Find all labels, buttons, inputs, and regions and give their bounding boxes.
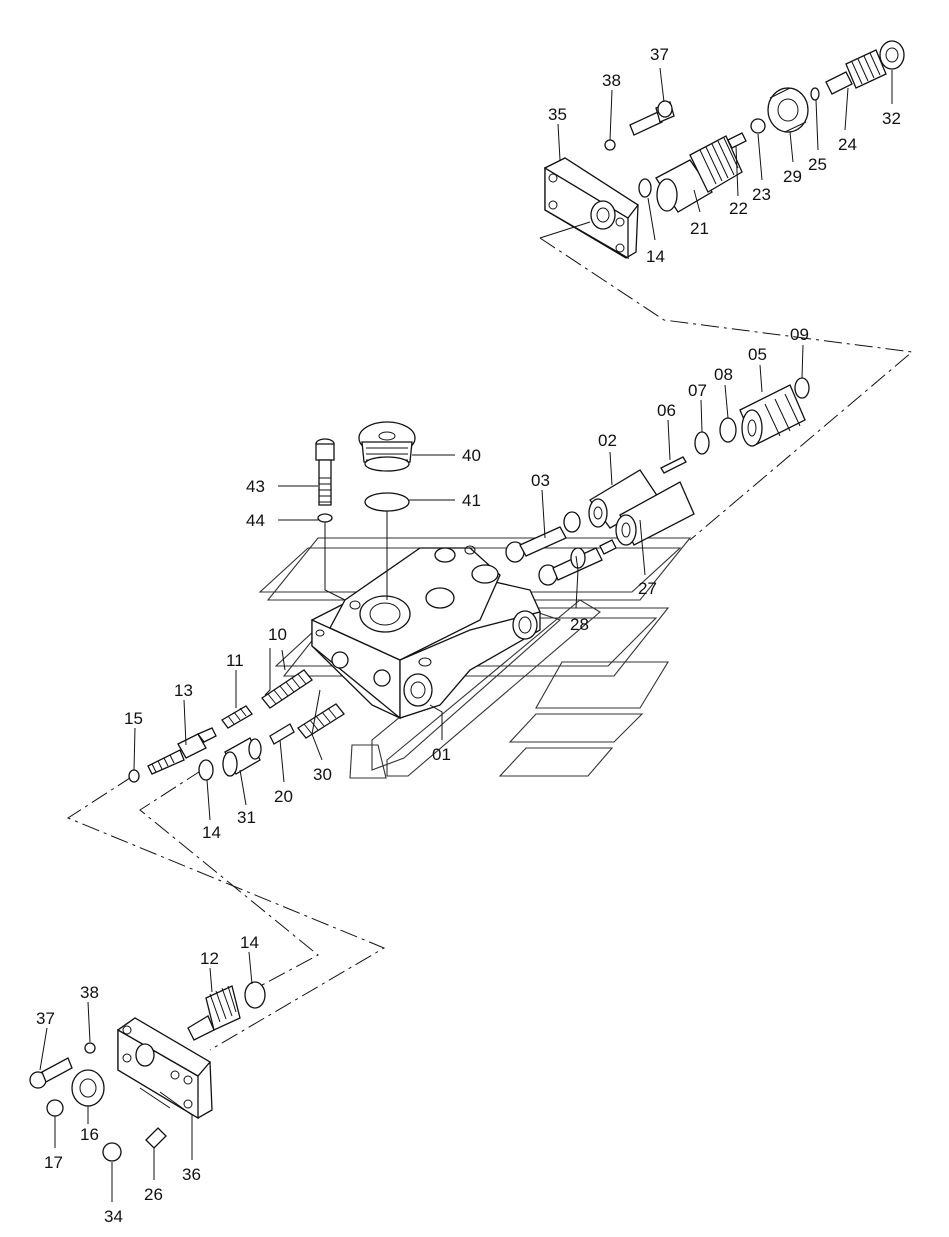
spring-10 bbox=[261, 669, 313, 709]
nut-23 bbox=[750, 118, 766, 134]
label-09: 09 bbox=[790, 325, 809, 344]
cover-plate-35 bbox=[543, 157, 639, 260]
label-36: 36 bbox=[182, 1165, 201, 1184]
washer-44 bbox=[317, 513, 333, 523]
o-ring-09 bbox=[794, 377, 810, 399]
label-21: 21 bbox=[690, 219, 709, 238]
label-40: 40 bbox=[462, 446, 481, 465]
plug-40 bbox=[358, 421, 416, 472]
label-41: 41 bbox=[462, 491, 481, 510]
label-06: 06 bbox=[657, 401, 676, 420]
poppet-13 bbox=[147, 727, 217, 775]
label-38-bottom: 38 bbox=[80, 983, 99, 1002]
o-ring-41 bbox=[364, 492, 410, 512]
valve-body bbox=[311, 545, 541, 720]
cap-31 bbox=[222, 737, 262, 777]
label-43: 43 bbox=[246, 477, 265, 496]
label-22: 22 bbox=[729, 199, 748, 218]
o-ring-25 bbox=[810, 87, 820, 101]
label-28: 28 bbox=[570, 615, 589, 634]
label-26: 26 bbox=[144, 1185, 163, 1204]
sleeve-27 bbox=[615, 481, 695, 546]
cap-nut-32 bbox=[879, 40, 905, 70]
spring-11 bbox=[221, 705, 253, 729]
label-35: 35 bbox=[548, 105, 567, 124]
label-16: 16 bbox=[80, 1125, 99, 1144]
pin-20 bbox=[269, 723, 295, 745]
relief-valve-21 bbox=[655, 135, 743, 213]
label-14-top: 14 bbox=[646, 247, 665, 266]
label-27: 27 bbox=[638, 579, 657, 598]
part-labels: 37 38 35 32 24 25 29 23 22 21 14 09 05 0… bbox=[36, 45, 901, 1226]
label-14-bottom: 14 bbox=[240, 933, 259, 952]
o-ring-14-top bbox=[638, 178, 652, 198]
poppet-03 bbox=[505, 511, 581, 563]
label-02: 02 bbox=[598, 431, 617, 450]
label-17: 17 bbox=[44, 1153, 63, 1172]
leader-lines bbox=[39, 67, 893, 1202]
bolt-37-bottom bbox=[29, 1057, 73, 1089]
label-10: 10 bbox=[268, 625, 287, 644]
o-ring-07 bbox=[694, 431, 710, 455]
label-05: 05 bbox=[748, 345, 767, 364]
label-37-bottom: 37 bbox=[36, 1009, 55, 1028]
lock-nut-16 bbox=[71, 1069, 105, 1107]
washer-38-top bbox=[604, 139, 616, 151]
screw-26 bbox=[145, 1127, 167, 1149]
label-37-top: 37 bbox=[650, 45, 669, 64]
cover-plate-36 bbox=[116, 1017, 213, 1120]
pin-22 bbox=[727, 132, 747, 149]
o-ring-14-mid bbox=[198, 759, 214, 781]
label-31: 31 bbox=[237, 808, 256, 827]
spool-05 bbox=[739, 384, 806, 447]
label-03: 03 bbox=[531, 471, 550, 490]
bolt-43 bbox=[315, 438, 335, 506]
label-07: 07 bbox=[688, 381, 707, 400]
o-ring-08 bbox=[719, 417, 737, 443]
spring-30 bbox=[297, 703, 345, 739]
label-44: 44 bbox=[246, 511, 265, 530]
pin-06 bbox=[660, 456, 687, 474]
label-23: 23 bbox=[752, 185, 771, 204]
label-20: 20 bbox=[274, 787, 293, 806]
cap-nut-17 bbox=[46, 1099, 64, 1117]
washer-38-bottom bbox=[84, 1042, 96, 1054]
adjusting-screw-24 bbox=[825, 49, 887, 95]
bolt-37-top bbox=[629, 100, 675, 136]
label-15: 15 bbox=[124, 709, 143, 728]
label-12: 12 bbox=[200, 949, 219, 968]
label-25: 25 bbox=[808, 155, 827, 174]
lock-nut-29 bbox=[767, 87, 809, 133]
label-32: 32 bbox=[882, 109, 901, 128]
label-24: 24 bbox=[838, 135, 857, 154]
valve-12 bbox=[187, 985, 241, 1041]
label-13: 13 bbox=[174, 681, 193, 700]
o-ring-14-bottom bbox=[244, 981, 266, 1009]
label-14-mid: 14 bbox=[202, 823, 221, 842]
label-29: 29 bbox=[783, 167, 802, 186]
label-34: 34 bbox=[104, 1207, 123, 1226]
o-ring-15 bbox=[128, 769, 140, 783]
connection-lines bbox=[66, 237, 914, 1051]
cap-nut-34 bbox=[102, 1142, 122, 1162]
label-38-top: 38 bbox=[602, 71, 621, 90]
label-30: 30 bbox=[313, 765, 332, 784]
label-08: 08 bbox=[714, 365, 733, 384]
label-01: 01 bbox=[432, 745, 451, 764]
sleeve-02 bbox=[588, 469, 661, 529]
label-11: 11 bbox=[226, 651, 244, 670]
